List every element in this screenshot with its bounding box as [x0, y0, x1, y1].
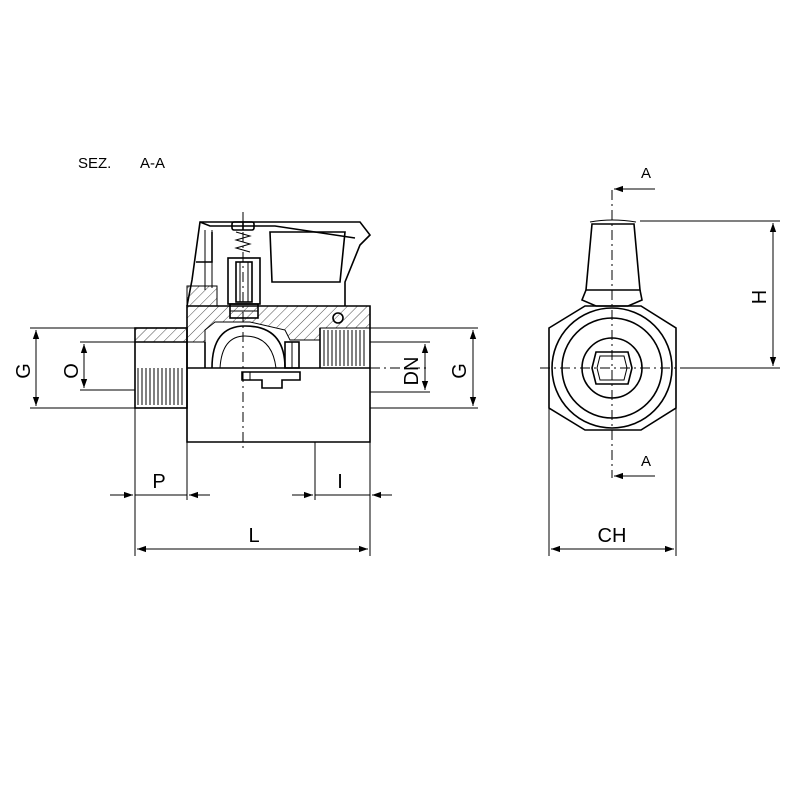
- right-view-dimensions: H CH: [548, 220, 780, 556]
- valve-section-view: [134, 212, 430, 452]
- dim-G-right: G: [449, 363, 471, 379]
- left-view-dimensions: G O DN G P I L: [13, 327, 478, 556]
- section-name: A-A: [140, 155, 165, 172]
- dim-G-left: G: [13, 363, 35, 379]
- section-marker-bottom-label: A: [641, 453, 651, 470]
- valve-end-view: A A: [540, 165, 690, 480]
- dim-H: H: [749, 290, 771, 304]
- dim-CH: CH: [598, 525, 627, 547]
- section-prefix: SEZ.: [78, 155, 111, 172]
- section-marker-top-label: A: [641, 165, 651, 182]
- female-thread-lines: [323, 330, 365, 366]
- section-marker-bottom: A: [614, 453, 655, 480]
- male-thread-lines: [137, 368, 183, 405]
- stem-assembly: [227, 212, 261, 452]
- valve-body: [186, 305, 430, 443]
- hex-socket: [591, 351, 633, 385]
- dim-O: O: [61, 363, 83, 379]
- section-title: SEZ. A-A: [78, 155, 165, 172]
- dim-I: I: [337, 471, 343, 493]
- male-thread-end: [134, 327, 188, 409]
- dim-L: L: [248, 525, 259, 547]
- dim-DN: DN: [401, 357, 423, 386]
- dim-P: P: [152, 471, 165, 493]
- handle-cap[interactable]: [186, 221, 372, 307]
- section-marker-top: A: [614, 165, 655, 193]
